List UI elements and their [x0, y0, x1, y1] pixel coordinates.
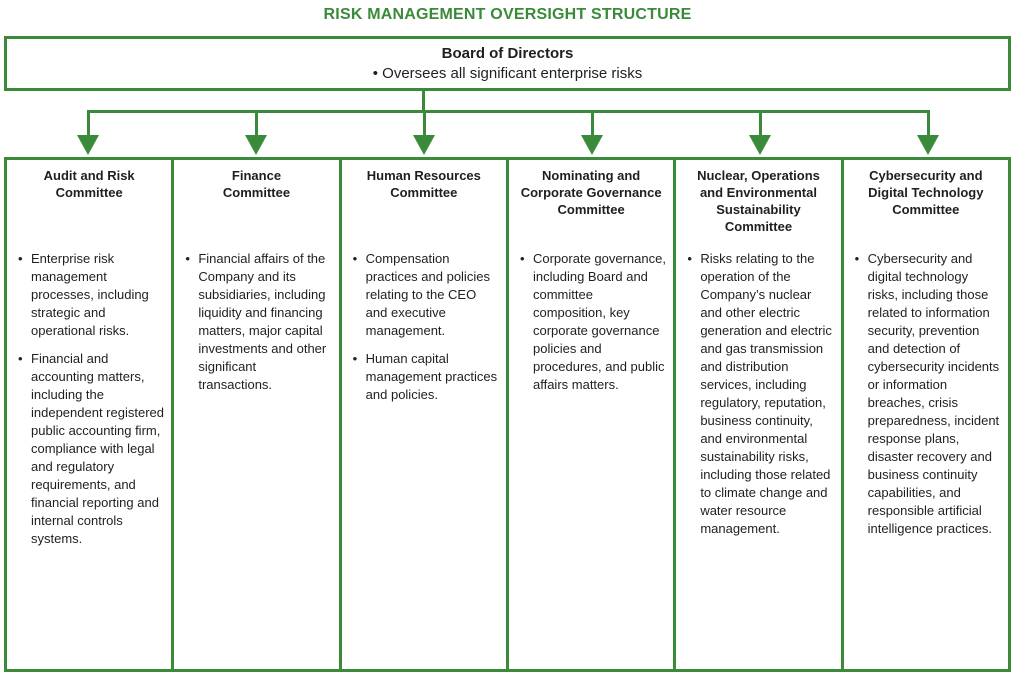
committee-bullet: Risks relating to the operation of the C… — [686, 250, 834, 538]
committee-bullet: Human capital management practices and p… — [352, 350, 500, 404]
committee-name: Cybersecurity and Digital Technology Com… — [868, 168, 984, 217]
drop-line — [423, 110, 426, 137]
committee-bullet: Corporate governance, including Board an… — [519, 250, 667, 394]
board-title: Board of Directors — [441, 45, 574, 62]
page-title: RISK MANAGEMENT OVERSIGHT STRUCTURE — [323, 6, 692, 23]
committee-box: Nuclear, Operations and Environmental Su… — [673, 157, 844, 672]
committee-name: Human Resources Committee — [366, 168, 481, 200]
committee-bullet: Cybersecurity and digital technology ris… — [854, 250, 1002, 538]
arrow-down-icon — [917, 135, 939, 155]
committee-name: Finance Committee — [222, 168, 291, 200]
drop-line — [927, 110, 930, 137]
committee-bullet-list: Corporate governance, including Board an… — [509, 250, 673, 394]
committee-bullet-list: Enterprise risk management processes, in… — [7, 250, 171, 548]
drop-line — [759, 110, 762, 137]
committee-bullet-list: Cybersecurity and digital technology ris… — [844, 250, 1008, 538]
committee-bullet-list: Compensation practices and policies rela… — [342, 250, 506, 404]
committee-box: Nominating and Corporate Governance Comm… — [505, 157, 677, 672]
committee-bullet-list: Financial affairs of the Company and its… — [174, 250, 338, 394]
drop-line — [255, 110, 258, 137]
drop-line — [591, 110, 594, 137]
committee-bullet: Enterprise risk management processes, in… — [17, 250, 165, 340]
board-of-directors-box: Board of Directors Oversees all signific… — [4, 36, 1011, 91]
committee-name: Nuclear, Operations and Environmental Su… — [697, 168, 820, 234]
committee-box: Finance Committee Financial affairs of t… — [171, 157, 342, 672]
committee-box: Cybersecurity and Digital Technology Com… — [840, 157, 1011, 672]
arrow-down-icon — [245, 135, 267, 155]
committee-name: Audit and Risk Committee — [43, 168, 135, 200]
arrow-down-icon — [413, 135, 435, 155]
drop-line — [87, 110, 90, 137]
committee-bullet: Financial affairs of the Company and its… — [184, 250, 332, 394]
connector-lines — [0, 91, 1015, 157]
committee-bullet: Compensation practices and policies rela… — [352, 250, 500, 340]
committee-box: Human Resources Committee Compensation p… — [338, 157, 509, 672]
feeder-line — [422, 91, 425, 113]
board-bullet: Oversees all significant enterprise risk… — [7, 65, 1008, 82]
connector-bar — [87, 110, 930, 113]
arrow-down-icon — [581, 135, 603, 155]
arrow-down-icon — [77, 135, 99, 155]
committee-name: Nominating and Corporate Governance Comm… — [520, 168, 662, 217]
committee-bullet-list: Risks relating to the operation of the C… — [676, 250, 840, 538]
committee-box: Audit and Risk Committee Enterprise risk… — [4, 157, 175, 672]
committee-bullet: Financial and accounting matters, includ… — [17, 350, 165, 548]
arrow-down-icon — [749, 135, 771, 155]
committees-row: Audit and Risk Committee Enterprise risk… — [4, 157, 1011, 672]
